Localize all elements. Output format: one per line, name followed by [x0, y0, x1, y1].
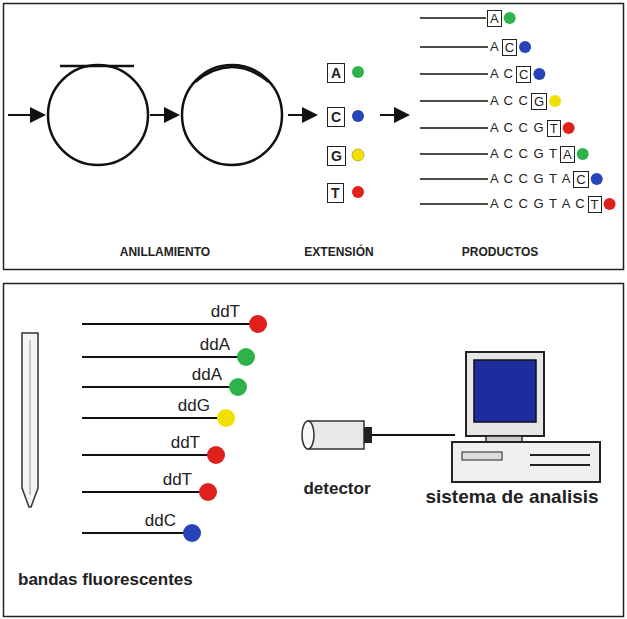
sequence-prefix: A: [490, 40, 500, 53]
dye-dot: [519, 41, 531, 53]
base-letter: C: [519, 67, 528, 82]
stage-label: PRODUCTOS: [462, 246, 538, 258]
dye-dot: [352, 186, 364, 198]
dna-circle: [48, 65, 148, 165]
terminator-box: C: [502, 39, 517, 56]
band-dot: [237, 348, 255, 366]
sequence-prefix: A C C: [490, 94, 529, 107]
base-box: G: [327, 146, 346, 166]
terminator-box: A: [560, 146, 575, 163]
terminator-box: A: [487, 10, 502, 27]
base-letter: T: [591, 197, 599, 212]
primer-line: [60, 65, 134, 68]
product-strand: [420, 17, 486, 19]
dna-circle: [182, 65, 282, 165]
panel-frame: [4, 4, 624, 270]
base-box: A: [327, 63, 345, 83]
terminator-box: G: [531, 93, 547, 110]
base-box: T: [327, 183, 344, 203]
terminator-label: ddT: [171, 434, 200, 451]
sequence-prefix: A C C G T A: [490, 172, 571, 185]
terminator-label: ddT: [163, 471, 192, 488]
dye-dot: [352, 66, 364, 78]
terminator-label: ddG: [178, 397, 210, 414]
dye-dot: [533, 68, 545, 80]
capillary-tube: [22, 333, 38, 507]
flow-arrow: [8, 114, 44, 116]
caption-label: bandas fluorescentes: [18, 571, 193, 588]
dye-dot: [591, 173, 603, 185]
dye-dot: [504, 12, 516, 24]
terminator-label: ddT: [211, 303, 240, 320]
flow-arrow: [380, 114, 408, 116]
band-dot: [183, 524, 201, 542]
dye-dot: [352, 149, 364, 161]
base-letter: T: [550, 121, 558, 136]
stage-label: ANILLAMIENTO: [120, 246, 210, 258]
band-dot: [229, 378, 247, 396]
base-letter: T: [331, 185, 340, 201]
terminator-box: T: [547, 120, 561, 137]
base-box: C: [327, 107, 345, 127]
stage-label: EXTENSIÓN: [304, 246, 373, 258]
base-letter: A: [331, 65, 341, 81]
product-strand: [420, 127, 488, 129]
terminator-label: ddA: [200, 336, 230, 353]
product-strand: [420, 153, 488, 155]
computer-icon: [452, 352, 600, 482]
base-letter: C: [576, 172, 585, 187]
band-lines: [82, 324, 252, 533]
product-strand: [420, 203, 488, 205]
device-label: sistema de analisis: [425, 487, 598, 506]
base-letter: C: [505, 40, 514, 55]
band-dot: [249, 315, 267, 333]
terminator-box: C: [516, 66, 531, 83]
dye-dot: [604, 198, 616, 210]
band-dot: [199, 483, 217, 501]
annealed-primer: [195, 67, 269, 82]
flow-arrow: [288, 114, 316, 116]
base-letter: A: [490, 11, 499, 26]
band-dot: [217, 409, 235, 427]
detector-icon: [302, 421, 372, 449]
product-strand: [420, 178, 488, 180]
device-label: detector: [303, 480, 370, 497]
product-strand: [420, 73, 488, 75]
dye-dot: [549, 95, 561, 107]
sequence-prefix: A C C G: [490, 121, 545, 134]
dye-dot: [352, 110, 364, 122]
terminator-box: C: [573, 171, 588, 188]
product-strand: [420, 100, 488, 102]
sequence-prefix: A C C G T A C: [490, 197, 586, 210]
dye-dot: [577, 148, 589, 160]
product-strand: [420, 46, 488, 48]
capillary-bore: [30, 340, 31, 495]
base-letter: C: [331, 109, 341, 125]
cable: [372, 434, 455, 436]
terminator-label: ddA: [192, 366, 222, 383]
base-letter: G: [331, 148, 342, 164]
dye-dot: [563, 122, 575, 134]
band-dot: [207, 446, 225, 464]
flow-arrow: [150, 114, 178, 116]
terminator-label: ddC: [145, 512, 176, 529]
sequence-prefix: A C C G T: [490, 147, 558, 160]
base-letter: G: [534, 94, 544, 109]
base-letter: A: [563, 147, 572, 162]
terminator-box: T: [588, 196, 602, 213]
sequence-prefix: A C: [490, 67, 514, 80]
panel-frame: [4, 284, 624, 617]
